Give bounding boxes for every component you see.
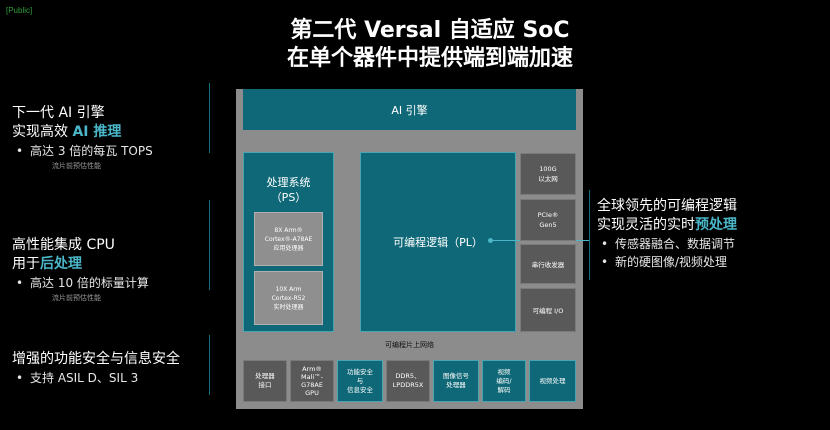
cpu-annotation-bullet: •高达 10 倍的标量计算 [16, 276, 149, 290]
page-subtitle: 在单个器件中提供端到端加速 [286, 46, 573, 71]
ai-engine-block: AI 引擎 [243, 89, 576, 130]
ai-annotation: 下一代 AI 引擎 实现高效 AI 推理 •高达 3 倍的每瓦 TOPS 流片前… [12, 104, 212, 172]
programmable-io-block: 可编程 I/O [520, 288, 576, 332]
image-signal-processor-block: 图像信号处理器 [433, 360, 479, 402]
ai-annotation-line2: 实现高效 AI 推理 [12, 124, 122, 140]
cpu-annotation-line1: 高性能集成 CPU [12, 237, 115, 253]
network-on-chip-bar: 可编程片上网络 [243, 338, 576, 351]
pl-annotation: 全球领先的可编程逻辑 实现灵活的实时预处理 •传感器融合、数据调节 •新的硬图像… [597, 197, 822, 271]
video-codec-block: 视频编码/解码 [482, 360, 526, 402]
pcie-gen5-block: PCIe®Gen5 [520, 199, 576, 241]
safety-security-block: 功能安全与信息安全 [337, 360, 383, 402]
cpu-annotation-line2: 用于后处理 [12, 256, 82, 272]
ai-annotation-note: 流片前预估性能 [52, 162, 101, 170]
ai-annotation-line [209, 83, 210, 153]
cpu-annotation: 高性能集成 CPU 用于后处理 •高达 10 倍的标量计算 流片前预估性能 [12, 236, 212, 304]
pl-annotation-line2: 实现灵活的实时预处理 [597, 217, 737, 233]
ddr5-memory-block: DDR5、LPDDR5X [386, 360, 430, 402]
cpu-annotation-note: 流片前预估性能 [52, 294, 101, 302]
programmable-logic-block: 可编程逻辑（PL） [360, 152, 516, 332]
ps-title-line1: 处理系统 [266, 176, 311, 189]
pl-annotation-line [589, 190, 590, 280]
safety-annotation-line [209, 335, 210, 395]
ps-title-line2: （PS） [270, 191, 307, 204]
safety-annotation-bullet: •支持 ASIL D、SIL 3 [16, 371, 139, 385]
page-title: 第二代 Versal 自适应 SoC [290, 18, 570, 43]
ai-annotation-bullet: •高达 3 倍的每瓦 TOPS [16, 144, 153, 158]
classification-tag: [Public] [6, 6, 33, 15]
ai-annotation-line1: 下一代 AI 引擎 [12, 105, 105, 121]
processor-interface-block: 处理器接口 [243, 360, 287, 402]
video-processing-block: 视频处理 [529, 360, 576, 402]
pl-annotation-bullet1: •传感器融合、数据调节 [601, 237, 736, 251]
pl-connector-dot [488, 238, 493, 243]
pl-annotation-bullet2: •新的硬图像/视频处理 [601, 255, 728, 269]
pl-annotation-line1: 全球领先的可编程逻辑 [597, 198, 737, 214]
safety-annotation: 增强的功能安全与信息安全 •支持 ASIL D、SIL 3 [12, 350, 212, 387]
safety-annotation-line1: 增强的功能安全与信息安全 [12, 351, 180, 367]
serial-transceiver-block: 串行收发器 [520, 244, 576, 284]
cpu-annotation-line [209, 200, 210, 290]
